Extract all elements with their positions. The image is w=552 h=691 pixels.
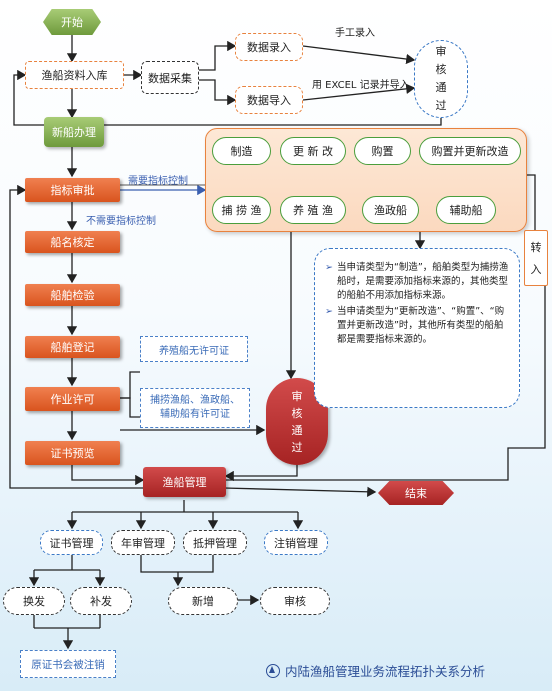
new-ship-node[interactable]: 新船办理 xyxy=(44,117,104,147)
notes-box: ➢ 当申请类型为“制造”，船舶类型为捕捞渔船时，是需要添加指标来源的，其他类型的… xyxy=(314,248,520,408)
category-build-label: 制造 xyxy=(230,145,253,158)
mortgage-mgmt-label: 抵押管理 xyxy=(193,536,237,550)
transfer-node[interactable]: 转 入 xyxy=(524,230,548,286)
ship-entry-label: 渔船资料入库 xyxy=(41,69,108,82)
transfer-label: 转 入 xyxy=(530,240,542,276)
name-check-node[interactable]: 船名核定 xyxy=(25,231,120,253)
other-permit-label: 捕捞渔船、渔政船、 辅助船有许可证 xyxy=(150,395,240,420)
annual-review-label: 年审管理 xyxy=(121,536,165,550)
inspection-label: 船舶检验 xyxy=(50,289,95,302)
new-add-label: 新增 xyxy=(192,595,214,608)
end-node[interactable]: 结束 xyxy=(378,481,454,505)
ship-mgmt-node[interactable]: 渔船管理 xyxy=(143,467,226,497)
category-fishing-label: 捕 捞 渔 xyxy=(221,204,262,217)
aquaculture-no-permit-box: 养殖船无许可证 xyxy=(140,336,248,362)
registration-label: 船舶登记 xyxy=(50,341,95,354)
category-renovate-label: 更 新 改 xyxy=(293,145,333,158)
mortgage-mgmt-node[interactable]: 抵押管理 xyxy=(183,530,247,555)
data-input-node[interactable]: 数据录入 xyxy=(235,33,303,61)
inspection-node[interactable]: 船舶检验 xyxy=(25,284,120,306)
category-purchase-renovate[interactable]: 购置并更新改造 xyxy=(419,137,521,165)
renew-label: 换发 xyxy=(23,595,45,608)
aquaculture-no-permit-label: 养殖船无许可证 xyxy=(159,345,229,357)
category-admin-ship-label: 渔政船 xyxy=(374,204,407,217)
cert-mgmt-label: 证书管理 xyxy=(49,536,94,550)
cert-mgmt-node[interactable]: 证书管理 xyxy=(40,530,103,555)
data-collect-node[interactable]: 数据采集 xyxy=(141,61,199,94)
data-import-label: 数据导入 xyxy=(247,94,291,107)
cancel-mgmt-node[interactable]: 注销管理 xyxy=(264,530,328,555)
review-mid-label: 审 核 通 过 xyxy=(291,389,303,454)
cert-preview-label: 证书预览 xyxy=(50,447,95,460)
new-ship-label: 新船办理 xyxy=(52,126,96,139)
review-top-label: 审 核 通 过 xyxy=(435,45,447,112)
footer-title-text: 内陆渔船管理业务流程拓扑关系分析 xyxy=(285,664,486,679)
note-item: 当申请类型为“制造”，船舶类型为捕捞渔船时，是需要添加指标来源的，其他类型的船舶… xyxy=(336,262,509,301)
category-aquaculture[interactable]: 养 殖 渔 xyxy=(280,196,346,224)
reissue-label: 补发 xyxy=(90,595,112,608)
work-permit-label: 作业许可 xyxy=(50,393,95,406)
old-cert-cancel-label: 原证书会被注销 xyxy=(31,658,105,671)
reissue-node[interactable]: 补发 xyxy=(70,587,132,615)
category-admin-ship[interactable]: 渔政船 xyxy=(362,196,419,224)
quota-approval-label: 指标审批 xyxy=(50,184,95,197)
cert-preview-node[interactable]: 证书预览 xyxy=(25,441,120,465)
data-input-label: 数据录入 xyxy=(247,41,291,54)
note-bullet-icon: ➢ xyxy=(325,262,333,273)
category-fishing[interactable]: 捕 捞 渔 xyxy=(212,196,271,224)
audit-node[interactable]: 审核 xyxy=(260,587,330,615)
start-label: 开始 xyxy=(61,16,83,29)
category-aquaculture-label: 养 殖 渔 xyxy=(293,204,333,217)
ship-entry-node[interactable]: 渔船资料入库 xyxy=(25,61,124,89)
note-bullet-icon: ➢ xyxy=(325,306,333,317)
review-top-node[interactable]: 审 核 通 过 xyxy=(414,40,468,118)
renew-node[interactable]: 换发 xyxy=(3,587,65,615)
category-aux-ship-label: 辅助船 xyxy=(449,204,483,217)
name-check-label: 船名核定 xyxy=(50,236,95,249)
category-purchase-renovate-label: 购置并更新改造 xyxy=(431,145,509,158)
quota-approval-node[interactable]: 指标审批 xyxy=(25,178,120,202)
category-purchase-label: 购置 xyxy=(371,145,394,158)
work-permit-node[interactable]: 作业许可 xyxy=(25,387,120,411)
start-node[interactable]: 开始 xyxy=(43,9,101,35)
data-collect-label: 数据采集 xyxy=(148,71,192,85)
annual-review-node[interactable]: 年审管理 xyxy=(111,530,175,555)
category-aux-ship[interactable]: 辅助船 xyxy=(436,196,496,224)
ship-mgmt-label: 渔船管理 xyxy=(162,476,207,489)
footer-logo-icon xyxy=(266,663,280,678)
manual-input-label: 手工录入 xyxy=(335,28,375,39)
new-add-node[interactable]: 新增 xyxy=(168,587,238,615)
excel-import-label: 用 EXCEL 记录并导入 xyxy=(312,80,410,91)
footer-title: 内陆渔船管理业务流程拓扑关系分析 xyxy=(266,661,485,680)
category-renovate[interactable]: 更 新 改 xyxy=(280,137,346,165)
category-purchase[interactable]: 购置 xyxy=(354,137,411,165)
end-label: 结束 xyxy=(405,487,427,500)
note-item: 当申请类型为“更新改造”、“购置”、“购置并更新改造”时，其他所有类型的船舶都是… xyxy=(336,306,505,345)
registration-node[interactable]: 船舶登记 xyxy=(25,336,120,358)
other-permit-box: 捕捞渔船、渔政船、 辅助船有许可证 xyxy=(140,388,250,428)
no-quota-label: 不需要指标控制 xyxy=(86,216,156,227)
old-cert-cancel-box: 原证书会被注销 xyxy=(20,650,116,678)
cancel-mgmt-label: 注销管理 xyxy=(274,536,318,550)
data-import-node[interactable]: 数据导入 xyxy=(235,86,303,114)
audit-label: 审核 xyxy=(284,595,306,608)
need-quota-label: 需要指标控制 xyxy=(128,176,188,187)
category-build[interactable]: 制造 xyxy=(212,137,271,165)
